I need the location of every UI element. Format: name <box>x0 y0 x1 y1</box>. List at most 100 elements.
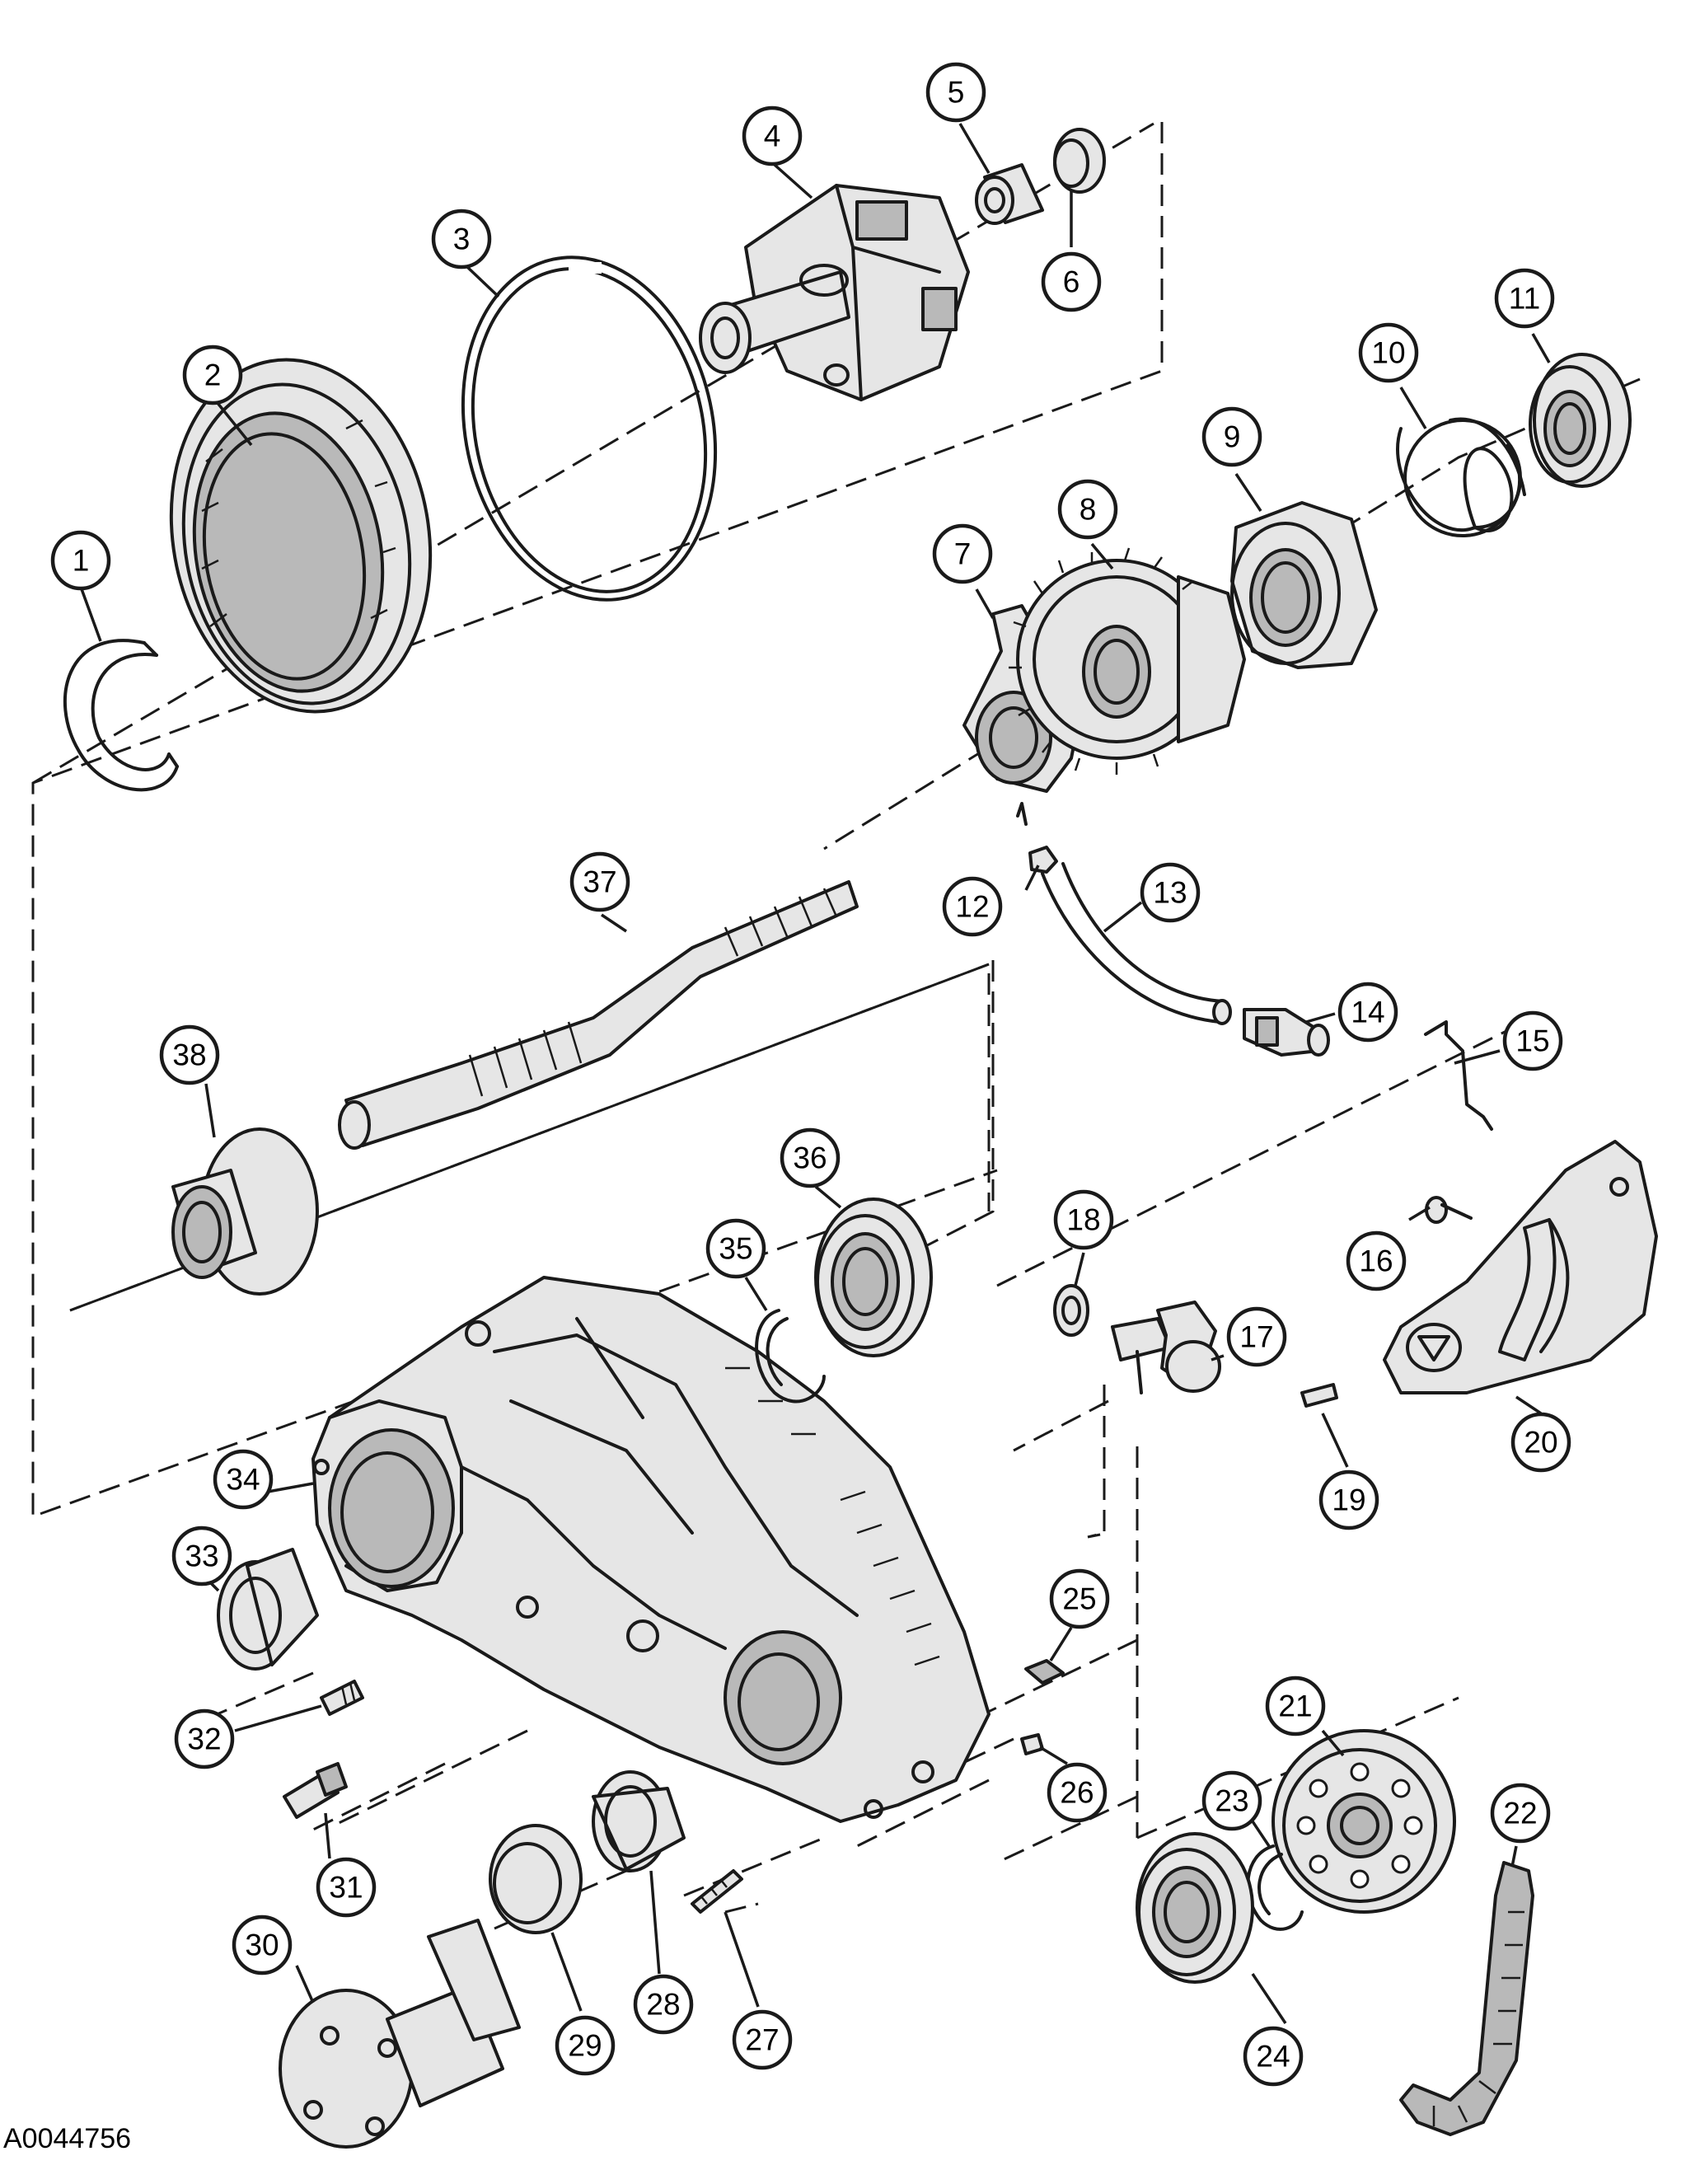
part-3-snap-ring-large <box>461 255 718 602</box>
callout-5: 5 <box>925 62 986 123</box>
svg-text:25: 25 <box>1062 1582 1096 1616</box>
callout-34: 34 <box>213 1449 274 1510</box>
part-13-vent-hose <box>1041 862 1232 1025</box>
svg-text:29: 29 <box>568 2029 602 2063</box>
callout-1: 1 <box>50 530 111 591</box>
svg-text:23: 23 <box>1215 1784 1248 1818</box>
svg-text:5: 5 <box>948 76 965 110</box>
callout-17: 17 <box>1226 1306 1287 1367</box>
callout-12: 12 <box>942 876 1003 937</box>
callout-31: 31 <box>316 1857 377 1918</box>
callout-19: 19 <box>1318 1469 1379 1530</box>
callout-4: 4 <box>742 105 803 166</box>
svg-text:34: 34 <box>226 1463 260 1497</box>
part-4-planetary-carrier <box>699 184 970 401</box>
svg-text:32: 32 <box>187 1722 221 1756</box>
callout-28: 28 <box>633 1974 694 2035</box>
part-25-magnet <box>1024 1659 1065 1685</box>
svg-text:31: 31 <box>329 1871 363 1905</box>
part-8-drive-sprocket <box>1009 547 1246 775</box>
callout-36: 36 <box>780 1127 841 1188</box>
svg-text:27: 27 <box>745 2023 779 2057</box>
svg-text:6: 6 <box>1063 265 1080 299</box>
callout-13: 13 <box>1140 862 1201 923</box>
callout-15: 15 <box>1502 1010 1563 1071</box>
svg-text:7: 7 <box>954 537 972 571</box>
part-28-seal <box>592 1770 686 1872</box>
part-27-stud <box>691 1869 743 1914</box>
callout-27: 27 <box>732 2009 793 2070</box>
svg-text:15: 15 <box>1515 1024 1549 1058</box>
svg-text:37: 37 <box>583 865 616 899</box>
part-17-shift-shaft <box>1111 1301 1221 1394</box>
svg-text:4: 4 <box>764 120 781 153</box>
callout-10: 10 <box>1358 322 1419 383</box>
callout-14: 14 <box>1337 982 1398 1043</box>
svg-text:9: 9 <box>1224 420 1241 454</box>
leader-lines <box>79 123 1551 2024</box>
part-34-transfer-case-housing <box>311 1276 991 1823</box>
svg-text:16: 16 <box>1359 1244 1393 1278</box>
part-24-ball-bearing <box>1136 1832 1254 1984</box>
svg-text:10: 10 <box>1371 336 1405 370</box>
svg-text:28: 28 <box>646 1988 680 2022</box>
callout-18: 18 <box>1053 1189 1114 1250</box>
callout-30: 30 <box>232 1915 293 1975</box>
part-1-snap-ring <box>63 639 179 792</box>
part-9-shift-collar <box>1230 501 1378 669</box>
callout-8: 8 <box>1057 479 1118 540</box>
part-18-seal <box>1053 1284 1089 1337</box>
part-37-mainshaft <box>338 880 859 1150</box>
part-10-spring <box>1396 417 1526 537</box>
callout-23: 23 <box>1201 1770 1262 1831</box>
callout-11: 11 <box>1494 268 1555 329</box>
part-23-snap-ring <box>1246 1844 1304 1931</box>
svg-text:13: 13 <box>1153 876 1187 910</box>
part-31-switch <box>283 1762 348 1819</box>
callout-35: 35 <box>705 1218 766 1279</box>
svg-text:18: 18 <box>1066 1203 1100 1237</box>
callout-29: 29 <box>555 2015 616 2076</box>
part-16-bolt <box>1425 1196 1473 1224</box>
svg-text:21: 21 <box>1278 1690 1312 1723</box>
part-21-driven-sprocket <box>1272 1729 1456 1914</box>
part-11-clutch-hub <box>1529 353 1632 488</box>
part-14-speed-sensor <box>1243 1008 1330 1057</box>
part-38-rear-yoke <box>171 1127 319 1296</box>
svg-text:36: 36 <box>793 1141 827 1175</box>
part-12-fitting <box>1028 846 1058 874</box>
svg-text:38: 38 <box>172 1038 206 1072</box>
svg-text:35: 35 <box>719 1232 752 1266</box>
callout-24: 24 <box>1243 2026 1304 2087</box>
svg-text:17: 17 <box>1239 1320 1273 1354</box>
callout-33: 33 <box>171 1526 232 1586</box>
svg-text:14: 14 <box>1351 996 1384 1029</box>
svg-text:24: 24 <box>1256 2040 1290 2074</box>
callout-6: 6 <box>1041 251 1102 312</box>
part-29-dust-shield <box>489 1824 583 1934</box>
callout-20: 20 <box>1510 1412 1571 1473</box>
svg-text:2: 2 <box>204 359 222 392</box>
part-35-snap-ring <box>755 1309 826 1404</box>
part-20-shift-fork-plate <box>1383 1140 1658 1394</box>
svg-text:8: 8 <box>1080 493 1097 527</box>
svg-text:12: 12 <box>955 890 989 924</box>
callout-38: 38 <box>159 1024 220 1085</box>
svg-text:22: 22 <box>1503 1797 1537 1830</box>
figure-reference-code: A0044756 <box>3 2123 132 2154</box>
callout-25: 25 <box>1049 1568 1110 1629</box>
callout-37: 37 <box>569 851 630 912</box>
part-36-ball-bearing <box>814 1197 933 1357</box>
part-30-output-flange <box>279 1919 521 2149</box>
callout-22: 22 <box>1490 1783 1551 1844</box>
part-26-dowel <box>1020 1733 1044 1755</box>
callout-26: 26 <box>1047 1762 1108 1823</box>
svg-text:30: 30 <box>245 1929 279 1962</box>
callouts: 1 2 3 4 5 6 7 8 9 10 11 12 13 14 15 16 1… <box>50 62 1571 2087</box>
part-19-pin <box>1300 1383 1338 1408</box>
svg-text:33: 33 <box>185 1540 218 1573</box>
part-6-bushing <box>1053 128 1106 194</box>
callout-32: 32 <box>174 1708 235 1769</box>
callout-9: 9 <box>1201 406 1262 467</box>
